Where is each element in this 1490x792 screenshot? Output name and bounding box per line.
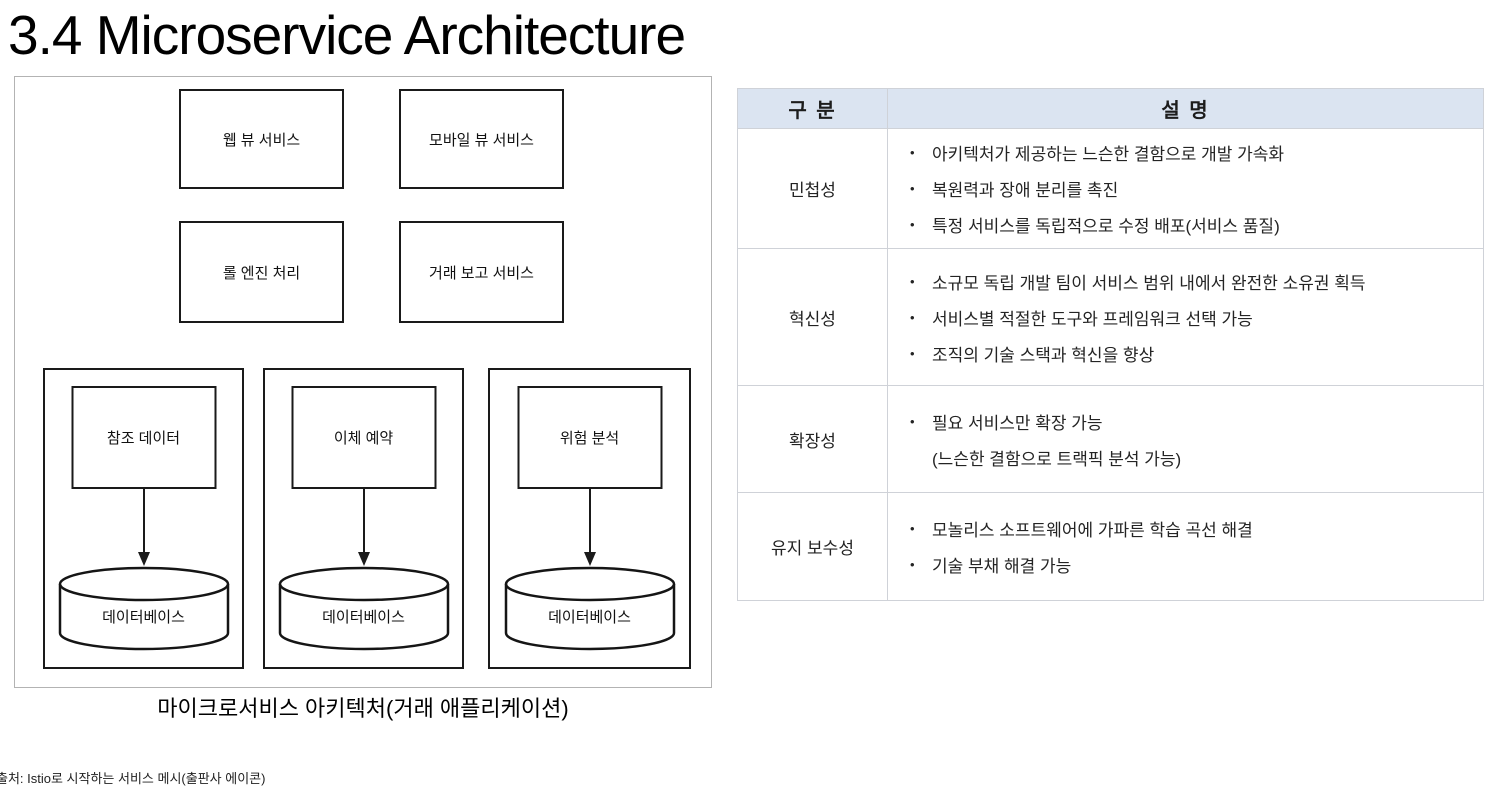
arrow-shaft bbox=[588, 489, 591, 553]
arrow-shaft bbox=[362, 489, 365, 553]
bullet-item: • 특정 서비스를 독립적으로 수정 배포(서비스 품질) bbox=[910, 207, 1483, 243]
page-title: 3.4 Microservice Architecture bbox=[8, 4, 686, 66]
bullet-item: • 아키텍처가 제공하는 느슨한 결함으로 개발 가속화 bbox=[910, 135, 1483, 171]
database-label: 데이터베이스 bbox=[102, 609, 185, 626]
bullet-icon: • bbox=[910, 145, 915, 160]
service-box-trade-report: 거래 보고 서비스 bbox=[399, 221, 564, 323]
bullet-icon: • bbox=[910, 345, 915, 361]
service-box-label: 참조 데이터 bbox=[106, 430, 181, 447]
bullet-item: • 모놀리스 소프트웨어에 가파른 학습 곡선 해결 bbox=[910, 511, 1483, 547]
bullet-continuation-text: (느슨한 결함으로 트랙픽 분석 가능) bbox=[932, 449, 1182, 469]
database-cylinder-icon bbox=[504, 566, 675, 651]
category-cell: 민첩성 bbox=[737, 128, 888, 249]
bullet-text: 아키텍처가 제공하는 느슨한 결함으로 개발 가속화 bbox=[932, 145, 1285, 164]
bullet-item: • 필요 서비스만 확장 가능 bbox=[910, 403, 1483, 439]
bullet-item: • 서비스별 적절한 도구와 프레임워크 선택 가능 bbox=[910, 299, 1483, 335]
arrow-head bbox=[583, 552, 596, 566]
bullet-icon: • bbox=[910, 181, 915, 196]
service-box-label: 거래 보고 서비스 bbox=[429, 264, 534, 282]
bullet-text: 조직의 기술 스택과 혁신을 향상 bbox=[932, 345, 1155, 365]
description-cell: • 필요 서비스만 확장 가능 (느슨한 결함으로 트랙픽 분석 가능) bbox=[887, 385, 1484, 493]
database-cylinder: 데이터베이스 bbox=[504, 566, 676, 651]
database-cylinder-icon bbox=[278, 566, 449, 651]
diagram-caption: 마이크로서비스 아키텍처(거래 애플리케이션) bbox=[157, 696, 569, 721]
database-label: 데이터베이스 bbox=[548, 609, 631, 626]
service-box-web-view: 웹 뷰 서비스 bbox=[179, 89, 344, 189]
bullet-icon: • bbox=[910, 557, 915, 572]
arrow-shaft bbox=[142, 489, 145, 553]
arrow-down-icon bbox=[583, 489, 597, 566]
service-box-mobile-view: 모바일 뷰 서비스 bbox=[399, 89, 564, 189]
arrow-head bbox=[357, 552, 370, 566]
service-box-reference-data: 참조 데이터 bbox=[71, 386, 216, 489]
description-cell: • 모놀리스 소프트웨어에 가파른 학습 곡선 해결 • 기술 부채 해결 가능 bbox=[887, 492, 1484, 601]
table-row: 유지 보수성 • 모놀리스 소프트웨어에 가파른 학습 곡선 해결 • 기술 부… bbox=[737, 492, 1484, 601]
bullet-text: 특정 서비스를 독립적으로 수정 배포(서비스 품질) bbox=[932, 217, 1280, 236]
bullet-icon: • bbox=[910, 273, 915, 289]
service-box-label: 롤 엔진 처리 bbox=[222, 264, 301, 282]
description-cell: • 소규모 독립 개발 팀이 서비스 범위 내에서 완전한 소유권 획득 • 서… bbox=[887, 248, 1484, 386]
service-box-label: 이체 예약 bbox=[333, 430, 394, 447]
table-row: 확장성 • 필요 서비스만 확장 가능 (느슨한 결함으로 트랙픽 분석 가능) bbox=[737, 385, 1484, 493]
arrow-down-icon bbox=[357, 489, 371, 566]
service-box-risk-analysis: 위험 분석 bbox=[517, 386, 662, 489]
service-box-label: 웹 뷰 서비스 bbox=[222, 131, 301, 149]
bullet-item: • 복원력과 장애 분리를 촉진 bbox=[910, 171, 1483, 207]
bullet-icon: • bbox=[910, 217, 915, 232]
microservice-architecture-diagram: 웹 뷰 서비스 모바일 뷰 서비스 롤 엔진 처리 거래 보고 서비스 참조 데… bbox=[14, 76, 712, 688]
category-cell: 확장성 bbox=[737, 385, 888, 493]
bullet-text: 모놀리스 소프트웨어에 가파른 학습 곡선 해결 bbox=[932, 521, 1253, 540]
description-cell: • 아키텍처가 제공하는 느슨한 결함으로 개발 가속화 • 복원력과 장애 분… bbox=[887, 128, 1484, 249]
bullet-text: 소규모 독립 개발 팀이 서비스 범위 내에서 완전한 소유권 획득 bbox=[932, 273, 1366, 293]
benefits-table: 구 분 설 명 민첩성 • 아키텍처가 제공하는 느슨한 결함으로 개발 가속화… bbox=[737, 88, 1484, 601]
bullet-icon: • bbox=[910, 521, 915, 536]
header-description: 설 명 bbox=[887, 88, 1484, 129]
database-cylinder: 데이터베이스 bbox=[58, 566, 230, 651]
service-box-rule-engine: 롤 엔진 처리 bbox=[179, 221, 344, 323]
category-cell: 유지 보수성 bbox=[737, 492, 888, 601]
arrow-down-icon bbox=[137, 489, 151, 566]
bullet-icon: • bbox=[910, 413, 915, 429]
bullet-text: 기술 부채 해결 가능 bbox=[932, 557, 1072, 576]
database-cylinder: 데이터베이스 bbox=[278, 566, 450, 651]
arrow-head bbox=[137, 552, 150, 566]
table-header-row: 구 분 설 명 bbox=[737, 88, 1484, 129]
service-box-transfer-reservation: 이체 예약 bbox=[291, 386, 436, 489]
bullet-text: 필요 서비스만 확장 가능 bbox=[932, 413, 1103, 433]
bullet-icon: • bbox=[910, 309, 915, 325]
table-row: 민첩성 • 아키텍처가 제공하는 느슨한 결함으로 개발 가속화 • 복원력과 … bbox=[737, 128, 1484, 249]
source-note: 출처: Istio로 시작하는 서비스 메시(출판사 에이콘) bbox=[0, 771, 266, 786]
bullet-item: • 소규모 독립 개발 팀이 서비스 범위 내에서 완전한 소유권 획득 bbox=[910, 263, 1483, 299]
service-box-label: 위험 분석 bbox=[559, 430, 620, 447]
service-box-label: 모바일 뷰 서비스 bbox=[429, 131, 534, 149]
bullet-text: 복원력과 장애 분리를 촉진 bbox=[932, 181, 1119, 200]
service-group-reference-data: 참조 데이터 데이터베이스 bbox=[43, 368, 244, 669]
table-row: 혁신성 • 소규모 독립 개발 팀이 서비스 범위 내에서 완전한 소유권 획득… bbox=[737, 248, 1484, 386]
service-group-transfer-reservation: 이체 예약 데이터베이스 bbox=[263, 368, 464, 669]
category-cell: 혁신성 bbox=[737, 248, 888, 386]
bullet-item: • 조직의 기술 스택과 혁신을 향상 bbox=[910, 335, 1483, 371]
bullet-text: 서비스별 적절한 도구와 프레임워크 선택 가능 bbox=[932, 309, 1253, 329]
service-group-risk-analysis: 위험 분석 데이터베이스 bbox=[488, 368, 691, 669]
bullet-item: • 기술 부채 해결 가능 bbox=[910, 547, 1483, 583]
header-category: 구 분 bbox=[737, 88, 888, 129]
database-label: 데이터베이스 bbox=[322, 609, 405, 626]
database-cylinder-icon bbox=[58, 566, 229, 651]
